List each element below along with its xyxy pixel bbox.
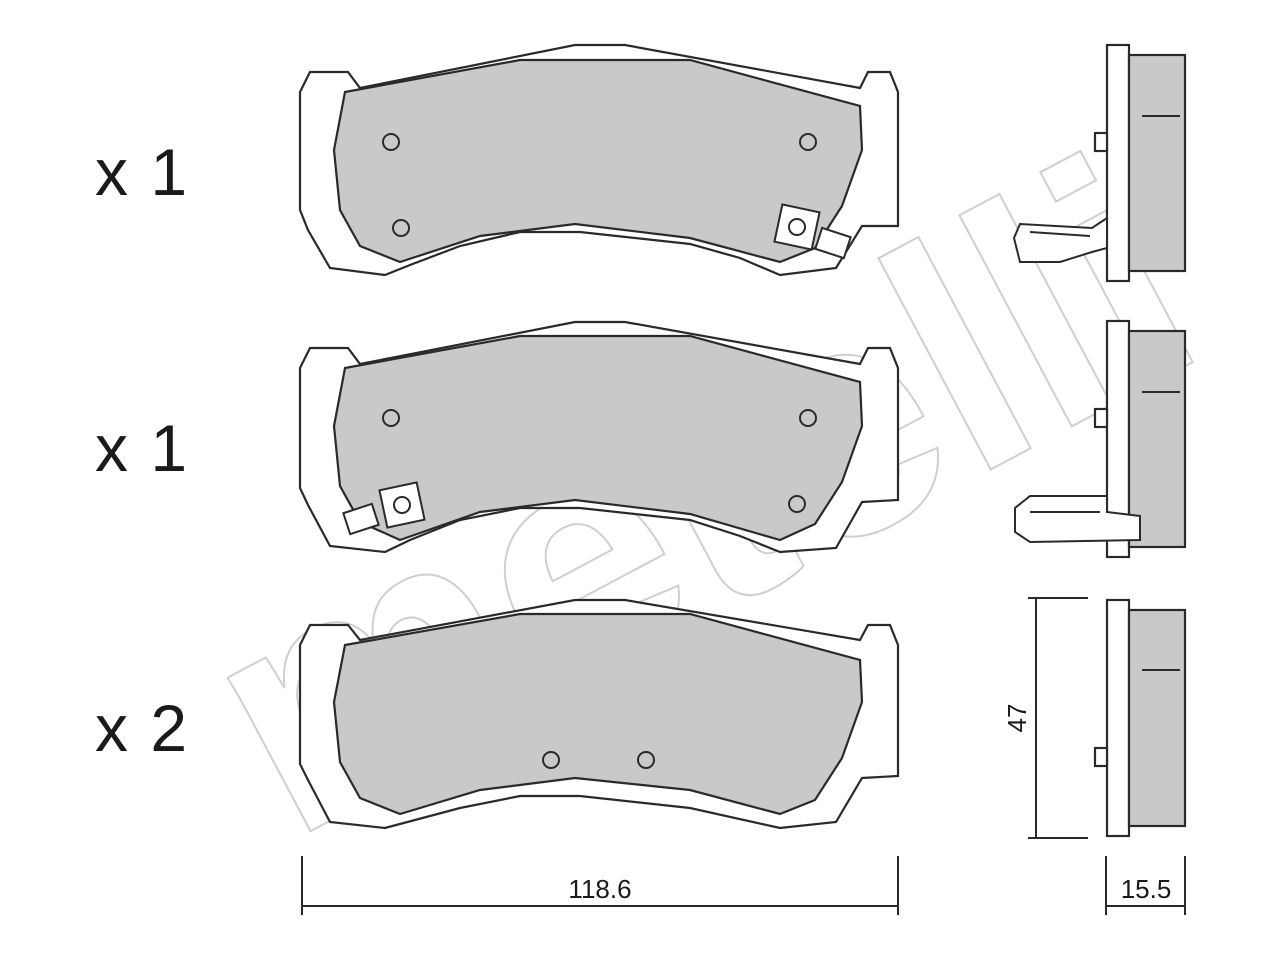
quantity-label-pad-1: x 1: [95, 135, 190, 209]
pad-1-hole: [382, 133, 400, 151]
pad-1-hole: [392, 219, 410, 237]
dimension-thickness: 15.5: [1105, 856, 1186, 915]
dimension-width: 118.6: [301, 856, 899, 915]
pad-3-hole: [542, 751, 560, 769]
brake-pad-3: [298, 598, 900, 830]
brake-pad-1: [298, 43, 900, 277]
side-view-2: [1014, 319, 1187, 559]
dimension-thickness-label: 15.5: [1121, 874, 1172, 904]
pad-1-hole: [799, 133, 817, 151]
dimension-height-label: 47: [1002, 704, 1032, 733]
pad-2-hole: [382, 409, 400, 427]
quantity-label-pad-3: x 2: [95, 691, 190, 765]
dimension-width-label: 118.6: [568, 874, 631, 904]
quantity-label-pad-2: x 1: [95, 411, 190, 485]
pad-3-hole: [637, 751, 655, 769]
pad-2-hole: [788, 495, 806, 513]
pad-2-hole: [799, 409, 817, 427]
brake-pad-2: [298, 320, 900, 554]
pad-2-wear-sensor-clip: [342, 481, 426, 536]
side-view-3: [1093, 598, 1187, 838]
pad-1-wear-sensor-clip: [773, 203, 852, 260]
side-view-1: [1012, 43, 1187, 283]
dimension-height: 47: [1002, 597, 1088, 839]
